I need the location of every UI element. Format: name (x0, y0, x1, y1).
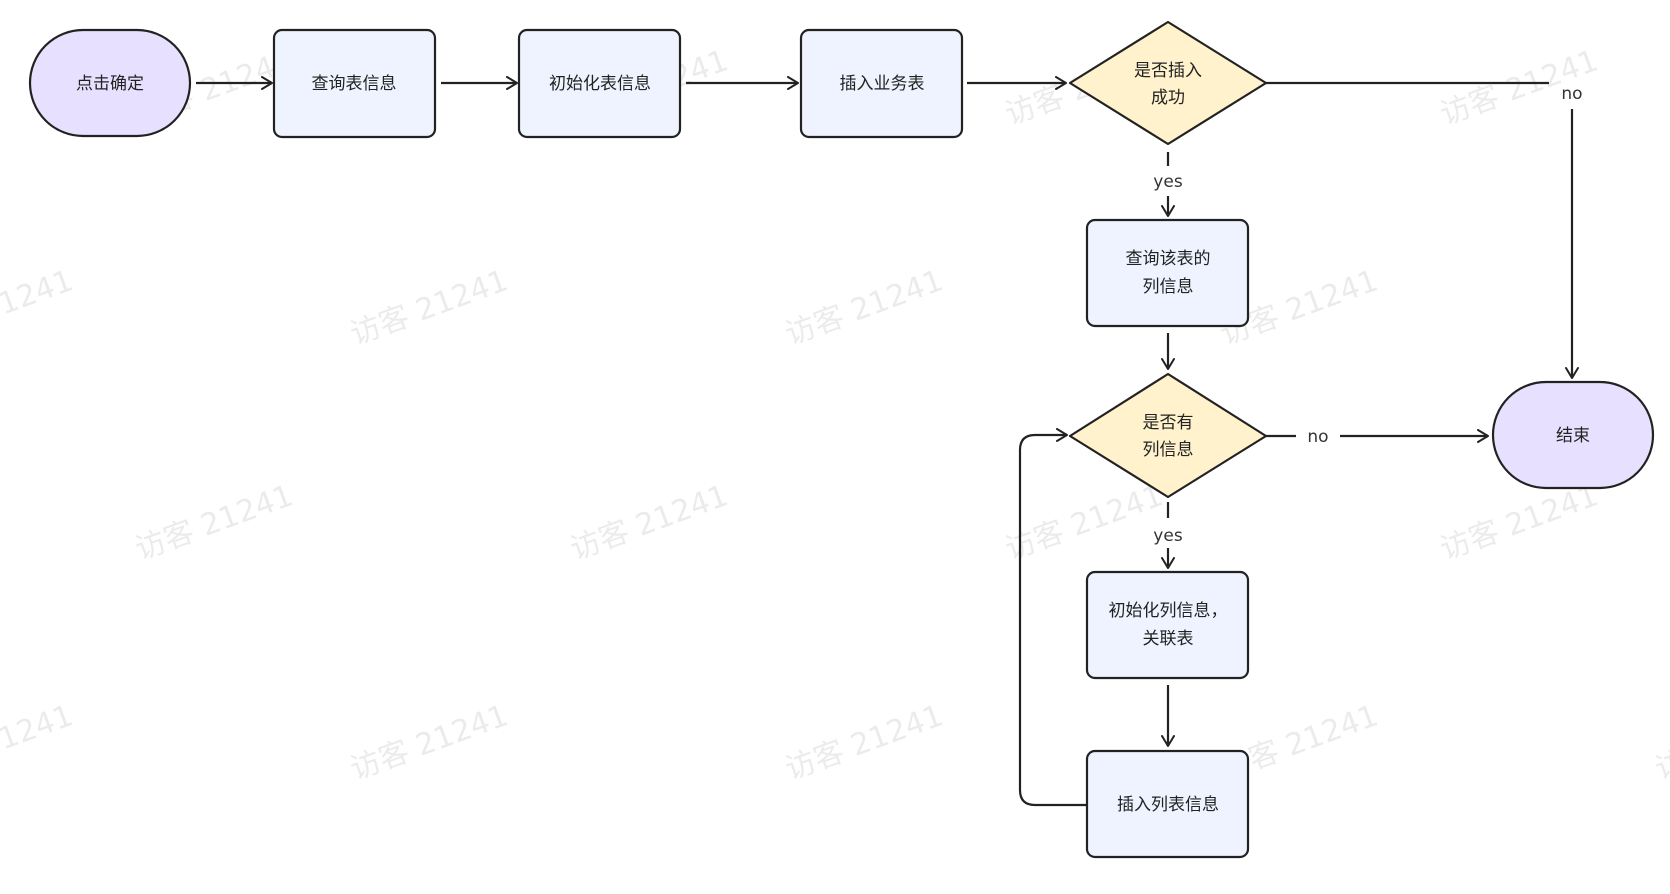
insert-success-label-line2: 成功 (1151, 88, 1185, 108)
start-terminal[interactable] (28, 28, 192, 138)
init-columns-label-line2: 关联表 (1143, 629, 1194, 649)
init-columns-label-line1: 初始化列信息， (1109, 601, 1228, 621)
watermark: 访客 21241 (346, 263, 513, 352)
watermark: 访客 21241 (1436, 478, 1603, 567)
query-columns-label-line2: 列信息 (1143, 277, 1194, 297)
edge-label-has-columns-no: no (1307, 427, 1328, 447)
watermark: 访客 21241 (131, 478, 298, 567)
insert-business-label: 插入业务表 (840, 74, 925, 94)
has-columns-label-line2: 列信息 (1143, 440, 1194, 460)
edge-label-has-columns-yes: yes (1153, 526, 1183, 546)
watermark: 访客 21241 (0, 698, 78, 787)
watermark: 访客 21241 (346, 698, 513, 787)
node-label-layer: 点击确定 查询表信息 初始化表信息 插入业务表 是否插入 成功 查询该表的 列信… (76, 61, 1590, 815)
node-layer (28, 20, 1655, 859)
insert-business-process[interactable] (799, 28, 964, 139)
end-terminal[interactable] (1491, 380, 1655, 490)
edge-label-success-yes: yes (1153, 172, 1183, 192)
watermark: 访客 21241 (1001, 478, 1168, 567)
insert-columns-process[interactable] (1085, 749, 1250, 859)
start-label: 点击确定 (76, 74, 144, 94)
init-table-label: 初始化表信息 (549, 74, 651, 94)
watermark: 访客 21241 (0, 263, 78, 352)
watermark: 访客 21241 (1651, 698, 1670, 787)
insert-success-decision[interactable] (1068, 20, 1268, 146)
edge-label-success-no: no (1561, 84, 1582, 104)
insert-columns-label: 插入列表信息 (1117, 795, 1219, 815)
edge-layer (196, 76, 1579, 807)
query-table-process[interactable] (272, 28, 437, 139)
init-table-process[interactable] (517, 28, 682, 139)
watermark: 访客 21241 (781, 263, 948, 352)
watermark-layer: 访客 21241 访客 21241 访客 21241 访客 21241 访客 2… (0, 43, 1670, 787)
end-label: 结束 (1556, 426, 1590, 446)
edge-label-layer: no yes no yes (1153, 84, 1582, 546)
query-table-label: 查询表信息 (312, 74, 397, 94)
insert-success-label-line1: 是否插入 (1134, 61, 1202, 81)
watermark: 访客 21241 (566, 478, 733, 567)
init-columns-process[interactable] (1085, 570, 1250, 680)
has-columns-label-line1: 是否有 (1143, 413, 1194, 433)
watermark: 访客 21241 (781, 698, 948, 787)
query-columns-process[interactable] (1085, 218, 1250, 328)
has-columns-decision[interactable] (1068, 372, 1268, 499)
query-columns-label-line1: 查询该表的 (1126, 249, 1211, 269)
edge-loop-back-to-has-columns (1018, 428, 1087, 807)
